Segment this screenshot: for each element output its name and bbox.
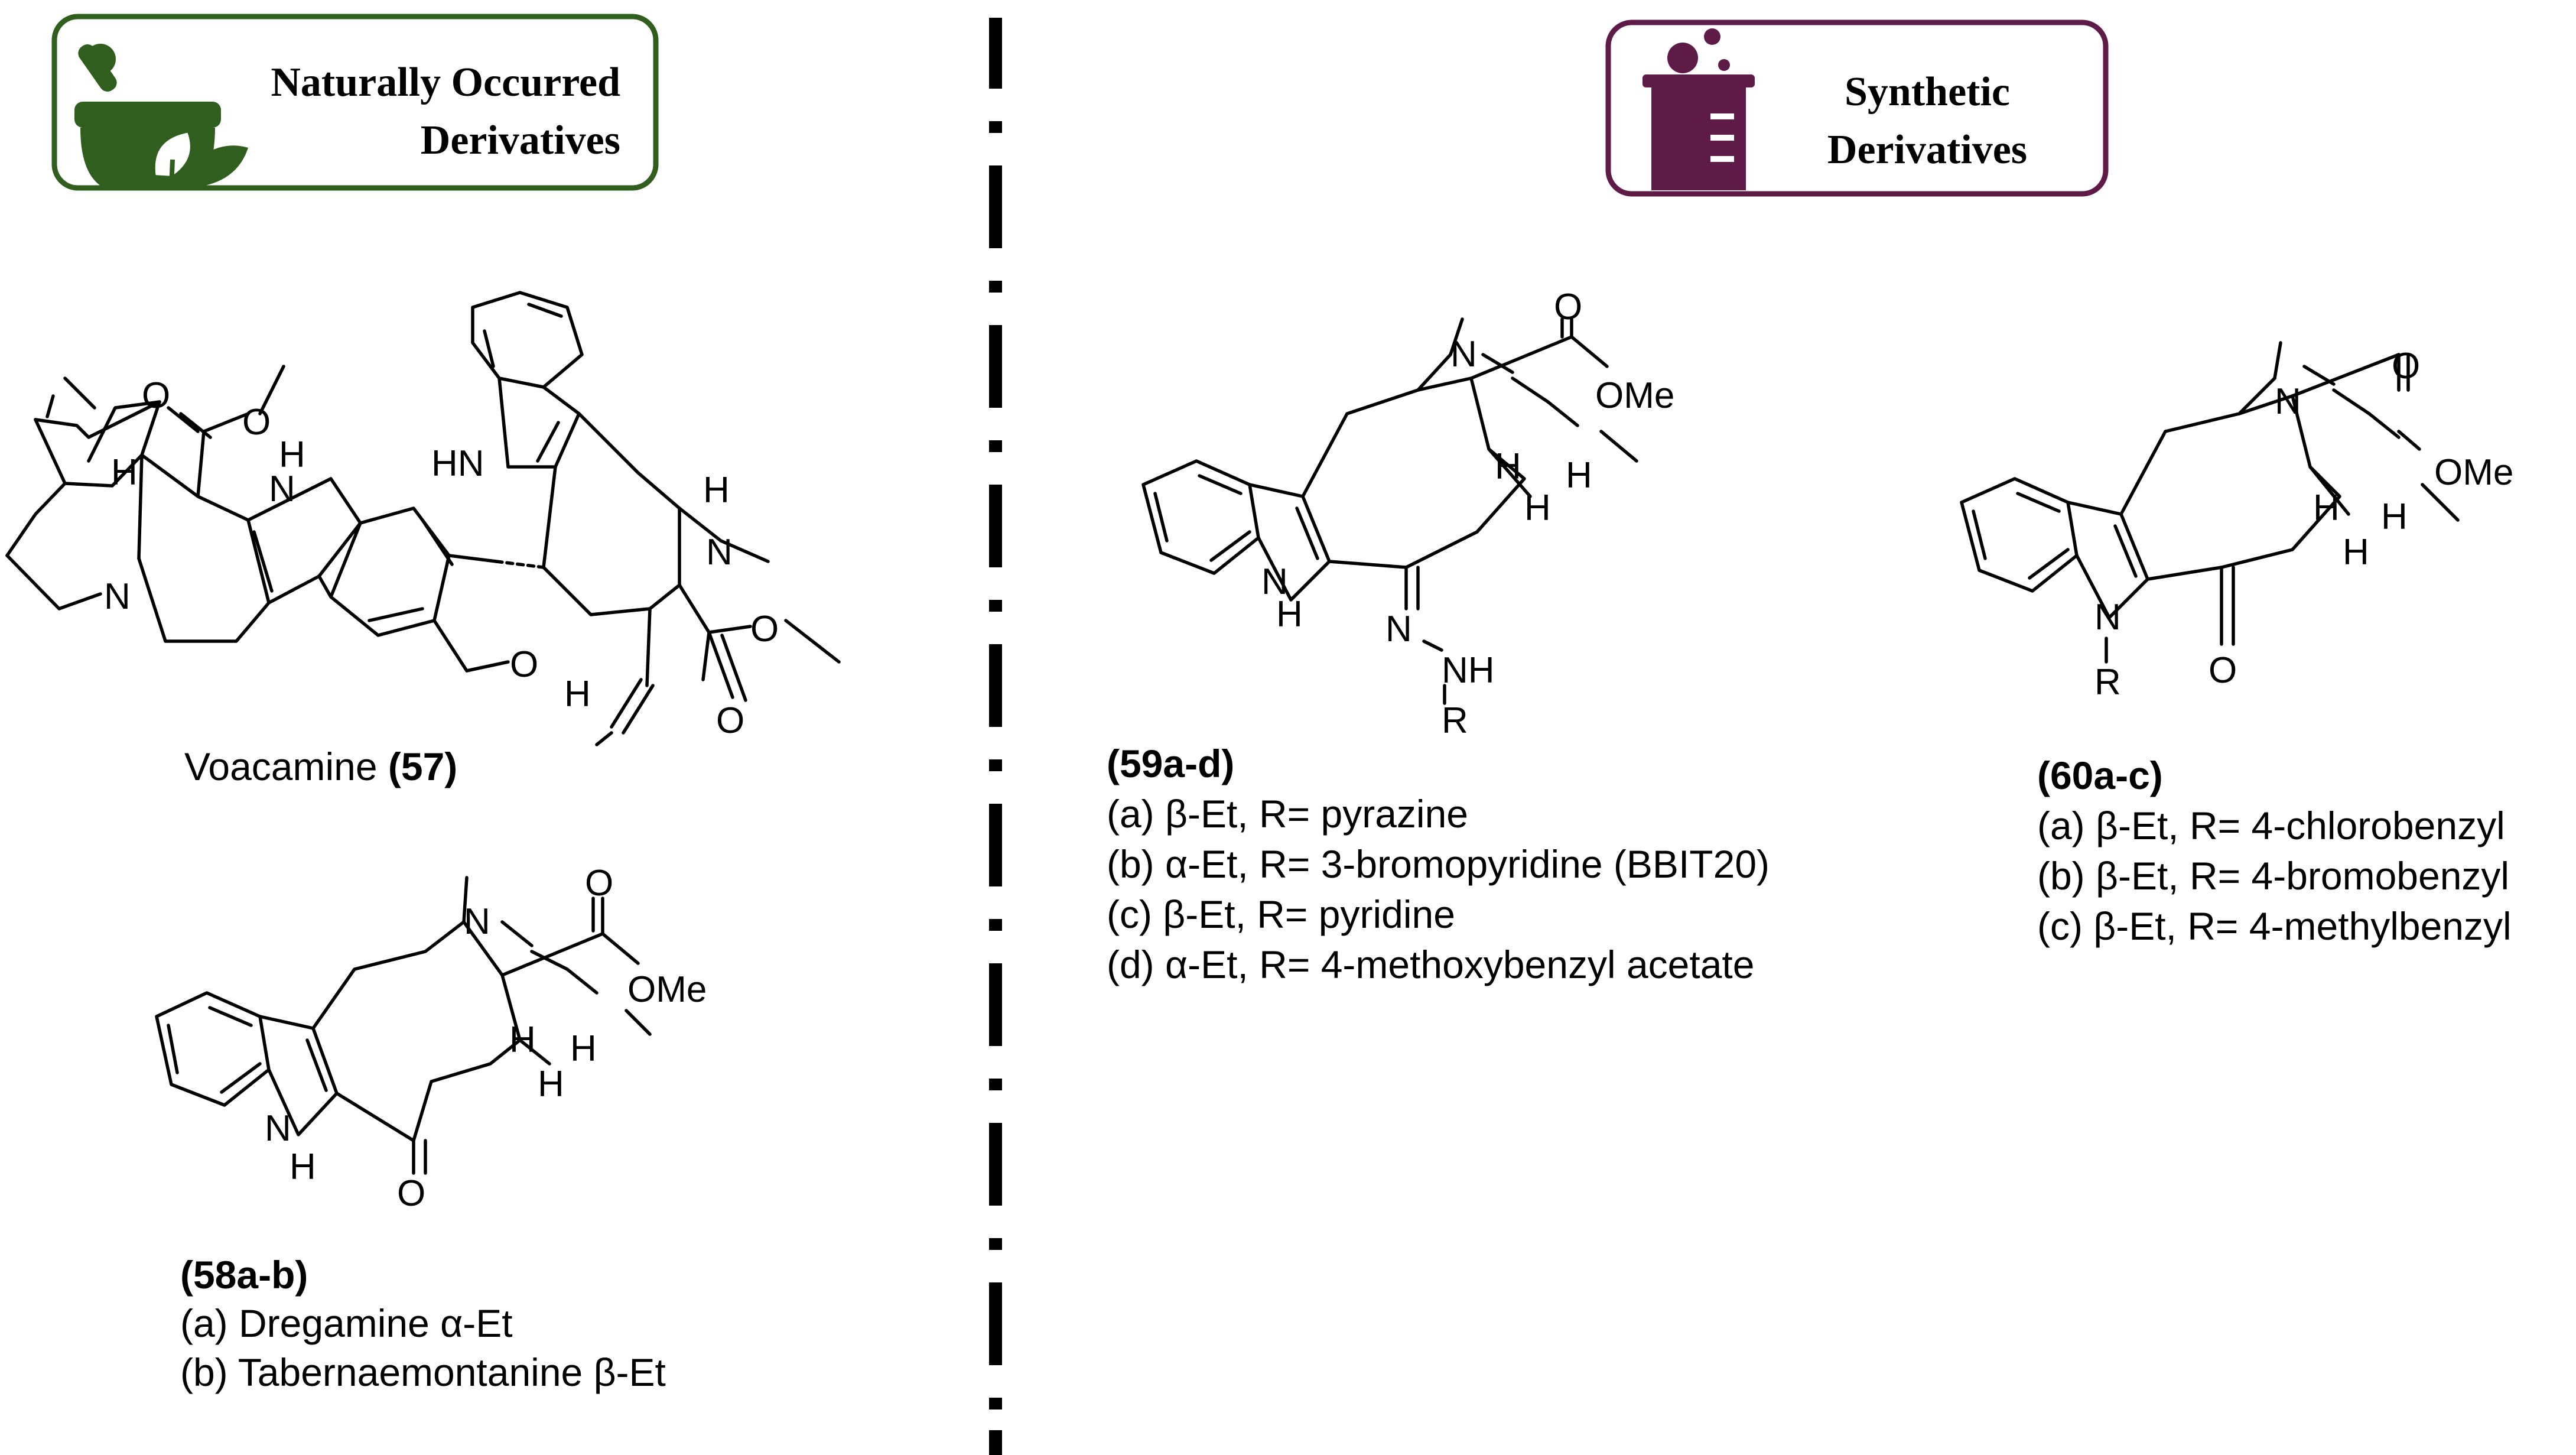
voacamine-caption: Voacamine (57) [184, 745, 457, 788]
atom-n: N [464, 901, 490, 942]
atom-o: O [2392, 346, 2420, 387]
atom-nh: NH [1442, 650, 1495, 691]
item-58a: (a) Dregamine α-Et [180, 1301, 513, 1345]
atom-h: H [2381, 496, 2408, 537]
structure-voacamine: H N O O H N O HN H N H O O [5, 291, 841, 746]
synthetic-header-line2: Derivatives [1827, 127, 2027, 173]
atom-o: O [2209, 650, 2237, 691]
item-59d: (d) α-Et, R= 4-methoxybenzyl acetate [1107, 943, 1754, 986]
atom-n: N [706, 532, 733, 573]
atom-n: N [265, 1108, 291, 1149]
atom-h: H [111, 452, 138, 493]
atom-r: R [2094, 662, 2121, 703]
natural-header: Naturally Occurred Derivatives [51, 14, 659, 191]
atom-r: R [1442, 700, 1468, 741]
atom-o: O [142, 375, 170, 416]
atom-hn: HN [431, 443, 484, 484]
atom-h: H [1524, 488, 1551, 528]
atom-ome: OMe [2434, 452, 2513, 493]
atom-ome: OMe [627, 969, 707, 1010]
atom-n: N [1385, 609, 1412, 649]
atom-h: H [2313, 488, 2340, 528]
item-60b: (b) β-Et, R= 4-bromobenzyl [2037, 854, 2509, 898]
atom-h: H [509, 1019, 536, 1060]
caption-59: (59a-d) (a) β-Et, R= pyrazine (b) α-Et, … [1107, 742, 1770, 986]
atom-n: N [1261, 561, 1288, 602]
atom-o: O [397, 1173, 425, 1214]
item-60c: (c) β-Et, R= 4-methylbenzyl [2037, 904, 2512, 948]
atom-o: O [510, 644, 538, 685]
item-59a: (a) β-Et, R= pyrazine [1107, 792, 1468, 836]
synthetic-header-line1: Synthetic [1845, 69, 2010, 115]
atom-n: N [2094, 597, 2121, 638]
atom-h: H [2343, 532, 2369, 573]
mortar-pestle-leaf-icon [74, 44, 248, 190]
synthetic-header: Synthetic Derivatives [1605, 20, 2109, 197]
atom-n: N [269, 469, 295, 509]
atom-h: H [1495, 446, 1521, 487]
label-59: (59a-d) [1107, 742, 1234, 785]
item-60a: (a) β-Et, R= 4-chlorobenzyl [2037, 804, 2505, 847]
structure-60: N R O N O OMe H H H [1960, 341, 2513, 703]
structure-59: N H N NH R N O OMe H H H [1141, 287, 1674, 741]
natural-header-line1: Naturally Occurred [271, 60, 620, 105]
atom-h: H [703, 470, 730, 511]
caption-60: (60a-c) (a) β-Et, R= 4-chlorobenzyl (b) … [2037, 754, 2512, 948]
atom-n: N [104, 576, 131, 617]
atom-h: H [1276, 594, 1303, 635]
caption-58: (58a-b) (a) Dregamine α-Et (b) Tabernaem… [180, 1253, 666, 1394]
item-58b: (b) Tabernaemontanine β-Et [180, 1350, 666, 1394]
atom-h: H [290, 1147, 316, 1187]
atom-o: O [585, 863, 613, 904]
atom-h: H [564, 674, 591, 714]
item-59b: (b) α-Et, R= 3-bromopyridine (BBIT20) [1107, 842, 1770, 886]
atom-n: N [1450, 334, 1477, 375]
atom-ome: OMe [1595, 375, 1674, 416]
atom-h: H [538, 1064, 564, 1105]
atom-h: H [1566, 455, 1592, 496]
label-58: (58a-b) [180, 1253, 308, 1297]
atom-o: O [750, 609, 779, 649]
label-60: (60a-c) [2037, 754, 2163, 797]
atom-h: H [570, 1028, 597, 1069]
structure-58: N H O N O OMe H H H [155, 863, 707, 1214]
atom-h: H [279, 434, 305, 475]
natural-header-line2: Derivatives [421, 118, 620, 163]
beaker-icon [1642, 28, 1755, 190]
atom-o: O [1554, 287, 1582, 327]
atom-o: O [242, 402, 271, 443]
atom-o: O [716, 700, 744, 741]
atom-n: N [2275, 381, 2301, 422]
item-59c: (c) β-Et, R= pyridine [1107, 892, 1455, 936]
